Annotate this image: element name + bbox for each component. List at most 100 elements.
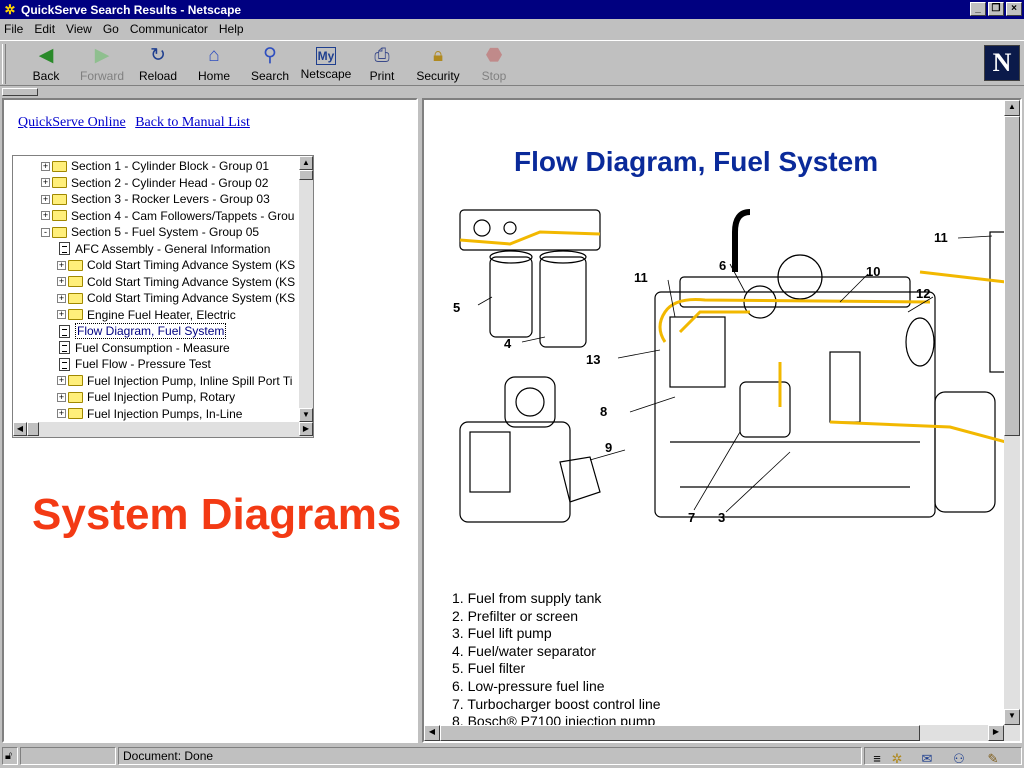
tree-horizontal-scrollbar[interactable]: ◀ ▶ [13, 422, 313, 437]
callout-numbers: 1 2 3 4 5 6 7 8 9 10 11 11 12 13 [453, 230, 948, 525]
tree-node-label: Cold Start Timing Advance System (KS [87, 274, 296, 289]
search-icon: ⚲ [263, 45, 277, 66]
expand-icon[interactable]: + [57, 259, 66, 270]
callout-12: 12 [916, 286, 930, 301]
home-icon: ⌂ [208, 45, 220, 66]
scroll-down-icon[interactable]: ▼ [299, 408, 313, 422]
close-button[interactable]: × [1006, 2, 1022, 16]
tree-node[interactable]: +Section 4 - Cam Followers/Tappets - Gro… [41, 208, 294, 224]
forward-button[interactable]: ▶ Forward [79, 45, 124, 83]
folder-icon [52, 193, 67, 205]
quickserve-online-link[interactable]: QuickServe Online [18, 115, 126, 130]
callout-13: 13 [586, 352, 600, 367]
callout-11a: 11 [634, 270, 648, 285]
tree-vscroll-thumb[interactable] [299, 170, 313, 180]
security-status-icon[interactable]: 🔓︎ [2, 747, 18, 765]
collapse-icon[interactable]: - [41, 227, 50, 237]
security-button[interactable]: 🔒︎ Security [416, 45, 460, 83]
tree-node-label: Flow Diagram, Fuel System [75, 323, 227, 339]
expand-icon[interactable]: + [41, 177, 50, 187]
lock-icon: 🔒︎ [432, 45, 444, 66]
my-netscape-icon: My [316, 47, 336, 65]
content-vertical-scrollbar[interactable]: ▲ ▼ [1004, 100, 1020, 725]
back-button[interactable]: ◀ Back [32, 45, 60, 83]
discussion-icon[interactable]: ⚇ [953, 751, 965, 766]
minimize-button[interactable]: _ [970, 2, 986, 16]
scroll-up-icon[interactable]: ▲ [1004, 100, 1020, 116]
toolbar-grip[interactable] [2, 44, 6, 84]
printer-icon: ⎙ [374, 45, 390, 66]
content-hscroll-thumb[interactable] [440, 725, 920, 741]
tree-node[interactable]: Fuel Consumption - Measure [57, 340, 230, 356]
search-button[interactable]: ⚲ Search [250, 45, 290, 83]
tree-node[interactable]: +Section 1 - Cylinder Block - Group 01 [41, 158, 269, 174]
mail-icon[interactable]: ✉ [921, 751, 933, 766]
menu-view[interactable]: View [66, 22, 92, 36]
tree-vertical-scrollbar[interactable]: ▲ ▼ [299, 156, 313, 422]
navigation-toolbar: ◀ Back ▶ Forward ↻ Reload ⌂ Home ⚲ Searc… [0, 40, 1024, 86]
scroll-up-icon[interactable]: ▲ [299, 156, 313, 170]
expand-icon[interactable]: + [57, 391, 66, 402]
tree-node[interactable]: +Cold Start Timing Advance System (KS [57, 290, 295, 306]
scroll-right-icon[interactable]: ▶ [299, 422, 313, 436]
callout-11b: 11 [934, 230, 948, 245]
netscape-throbber-logo[interactable]: N [984, 45, 1020, 81]
tree-node[interactable]: Fuel Flow - Pressure Test [57, 356, 211, 372]
content-horizontal-scrollbar[interactable]: ◀ ▶ [424, 725, 1020, 741]
tree-node[interactable]: + Section 2 - Cylinder Head - Group 02 [41, 175, 268, 191]
scroll-left-icon[interactable]: ◀ [13, 422, 27, 436]
menu-go[interactable]: Go [102, 22, 119, 36]
menu-communicator[interactable]: Communicator [129, 22, 208, 36]
tree-node[interactable]: AFC Assembly - General Information [57, 241, 270, 257]
tree-node[interactable]: - Section 5 - Fuel System - Group 05 [41, 224, 259, 240]
expand-icon[interactable]: + [57, 375, 66, 385]
folder-icon [68, 259, 83, 271]
scroll-right-icon[interactable]: ▶ [988, 725, 1004, 741]
composer-icon[interactable]: ✎ [987, 751, 999, 766]
tree-node-label: Engine Fuel Heater, Electric [87, 307, 236, 322]
menu-edit[interactable]: Edit [34, 22, 56, 36]
scroll-left-icon[interactable]: ◀ [424, 725, 440, 741]
tree-node[interactable]: +Fuel Injection Pumps, In-Line [57, 406, 242, 422]
tree-node[interactable]: +Cold Start Timing Advance System (KS [57, 257, 295, 273]
tree-node[interactable]: +Fuel Injection Pump, Inline Spill Port … [57, 373, 292, 389]
tree-node[interactable]: +Fuel Injection Pump, Rotary [57, 389, 235, 405]
expand-icon[interactable]: + [41, 210, 50, 220]
tree-node[interactable]: + Engine Fuel Heater, Electric [57, 307, 236, 323]
tree-node-label: Section 5 - Fuel System - Group 05 [71, 225, 260, 239]
back-to-manual-list-link[interactable]: Back to Manual List [135, 115, 250, 130]
location-bar-expand-handle[interactable] [2, 88, 38, 96]
print-button[interactable]: ⎙ Print [369, 45, 395, 83]
fuel-system-diagram: 1 2 3 4 5 6 7 8 9 10 11 11 12 13 [453, 209, 1006, 525]
expand-icon[interactable]: + [41, 160, 50, 171]
tree-hscroll-thumb[interactable] [27, 422, 39, 436]
reload-button[interactable]: ↻ Reload [138, 45, 178, 83]
stop-button[interactable]: ⬣ Stop [481, 45, 507, 83]
folder-icon [52, 177, 67, 188]
tree-node[interactable]: +Section 3 - Rocker Levers - Group 03 [41, 191, 270, 207]
scroll-down-icon[interactable]: ▼ [1004, 709, 1020, 725]
grip-icon[interactable]: ≡ [873, 751, 881, 766]
tree-node[interactable]: Flow Diagram, Fuel System [57, 323, 227, 339]
tree-node-label: Section 2 - Cylinder Head - Group 02 [71, 175, 269, 190]
expand-icon[interactable]: + [57, 276, 66, 286]
home-button[interactable]: ⌂ Home [197, 45, 230, 83]
netscape-button[interactable]: My Netscape [300, 47, 352, 81]
status-bar: 🔓︎ Document: Done ≡ ✲ ✉ ⚇ ✎ [0, 745, 1024, 768]
expand-icon[interactable]: + [57, 408, 66, 418]
menu-help[interactable]: Help [218, 22, 244, 36]
tree-node[interactable]: + Cold Start Timing Advance System (KS [57, 274, 295, 290]
progress-bar [20, 747, 116, 765]
expand-icon[interactable]: + [57, 309, 66, 319]
restore-button[interactable]: ❐ [988, 2, 1004, 16]
legend-list: 1. Fuel from supply tank 2. Prefilter or… [452, 590, 661, 731]
navigator-icon[interactable]: ✲ [891, 751, 903, 766]
expand-icon[interactable]: + [57, 292, 66, 303]
netscape-logo-icon: ✲ [4, 1, 16, 17]
folder-icon [68, 391, 83, 403]
content-vscroll-thumb[interactable] [1004, 116, 1020, 436]
expand-icon[interactable]: + [41, 193, 50, 204]
page-title: Flow Diagram, Fuel System [514, 146, 879, 177]
menu-file[interactable]: File [4, 22, 24, 36]
